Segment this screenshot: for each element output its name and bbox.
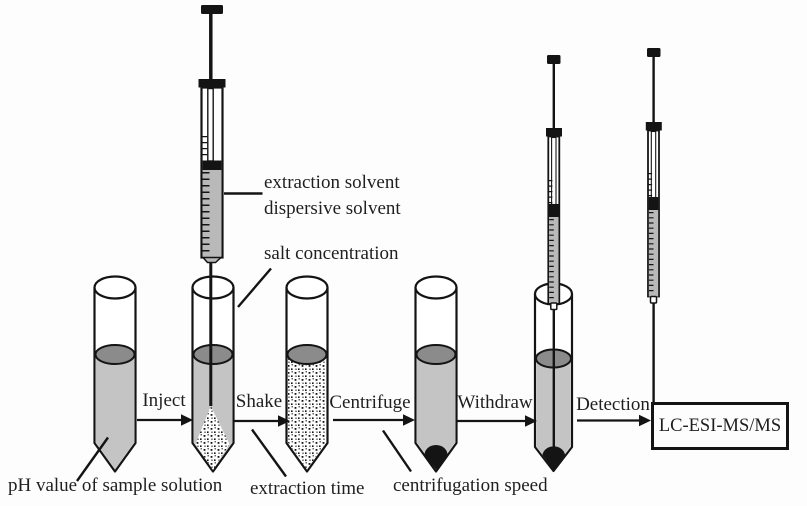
withdraw-microsyringe: [546, 55, 562, 461]
extract-fill: [549, 217, 559, 303]
dispersion-plume: [195, 406, 230, 470]
dispersive-solvent-label: dispersive solvent: [264, 198, 401, 219]
tube-cloudy-liquid: [288, 355, 326, 470]
arrow-head: [403, 414, 415, 426]
barrel-flange: [198, 79, 226, 88]
ph-value-label: pH value of sample solution: [8, 475, 223, 496]
barrel-flange: [546, 128, 562, 137]
extraction-time-label: extraction time: [250, 478, 365, 499]
detection-microsyringe: [645, 48, 662, 405]
plunger-shaft: [650, 130, 657, 199]
plunger-cap: [547, 55, 561, 64]
centrifugation-speed-label: centrifugation speed: [393, 475, 548, 496]
centrifuge-step-label: Centrifuge: [329, 392, 411, 413]
tube-3-cloudy-solution: [285, 275, 329, 473]
piston-seal: [202, 160, 222, 171]
tube-mouth: [285, 275, 329, 300]
detector-box: LC-ESI-MS/MS: [651, 402, 789, 450]
tube-mouth: [191, 275, 235, 300]
ph-pointer-line: [76, 436, 109, 482]
plunger-shaft: [207, 87, 214, 162]
salt-concentration-pointer-line: [237, 267, 272, 308]
tube-2-injection: [191, 275, 235, 473]
barrel-tip: [649, 295, 658, 304]
shake-arrow: [234, 415, 290, 427]
liquid-surface: [415, 344, 457, 365]
liquid-surface: [94, 344, 136, 365]
extraction-time-pointer-line: [251, 428, 287, 478]
plunger-cap: [647, 48, 661, 57]
tube-4-centrifuged: [414, 275, 458, 473]
liquid-surface: [192, 344, 234, 365]
tube-mouth: [93, 275, 137, 300]
centrifugation-speed-pointer-line: [382, 429, 412, 473]
detector-box-label: LC-ESI-MS/MS: [658, 415, 782, 436]
arrow-head: [639, 414, 651, 427]
salt-concentration-label: salt concentration: [264, 243, 399, 264]
detection-arrow: [577, 414, 651, 427]
withdraw-step-label: Withdraw: [457, 392, 533, 413]
sedimented-phase-blob: [424, 445, 448, 470]
piston-seal: [648, 197, 659, 210]
liquid-surface: [286, 344, 328, 365]
arrow-head: [525, 415, 537, 427]
centrifuge-arrow: [333, 414, 415, 426]
extract-fill: [648, 210, 659, 297]
tube-mouth: [414, 275, 458, 300]
tube-liquid: [417, 355, 455, 470]
shake-step-label: Shake: [235, 391, 283, 412]
inject-step-label: Inject: [142, 390, 186, 411]
plunger-cap: [201, 5, 223, 14]
plunger-shaft: [551, 136, 557, 206]
barrel-tip: [550, 302, 558, 311]
detection-step-label: Detection: [576, 394, 650, 415]
piston-seal: [549, 204, 559, 217]
barrel-flange: [645, 122, 662, 131]
extraction-solvent-label: extraction solvent: [264, 172, 400, 193]
dispersive-solvent-syringe: [198, 5, 226, 406]
barrel-tip: [201, 256, 223, 264]
arrow-head: [278, 415, 290, 427]
inject-arrow: [137, 414, 193, 426]
arrow-head: [181, 414, 193, 426]
tube-1-sample-solution: [93, 275, 137, 473]
withdraw-arrow: [457, 415, 537, 427]
